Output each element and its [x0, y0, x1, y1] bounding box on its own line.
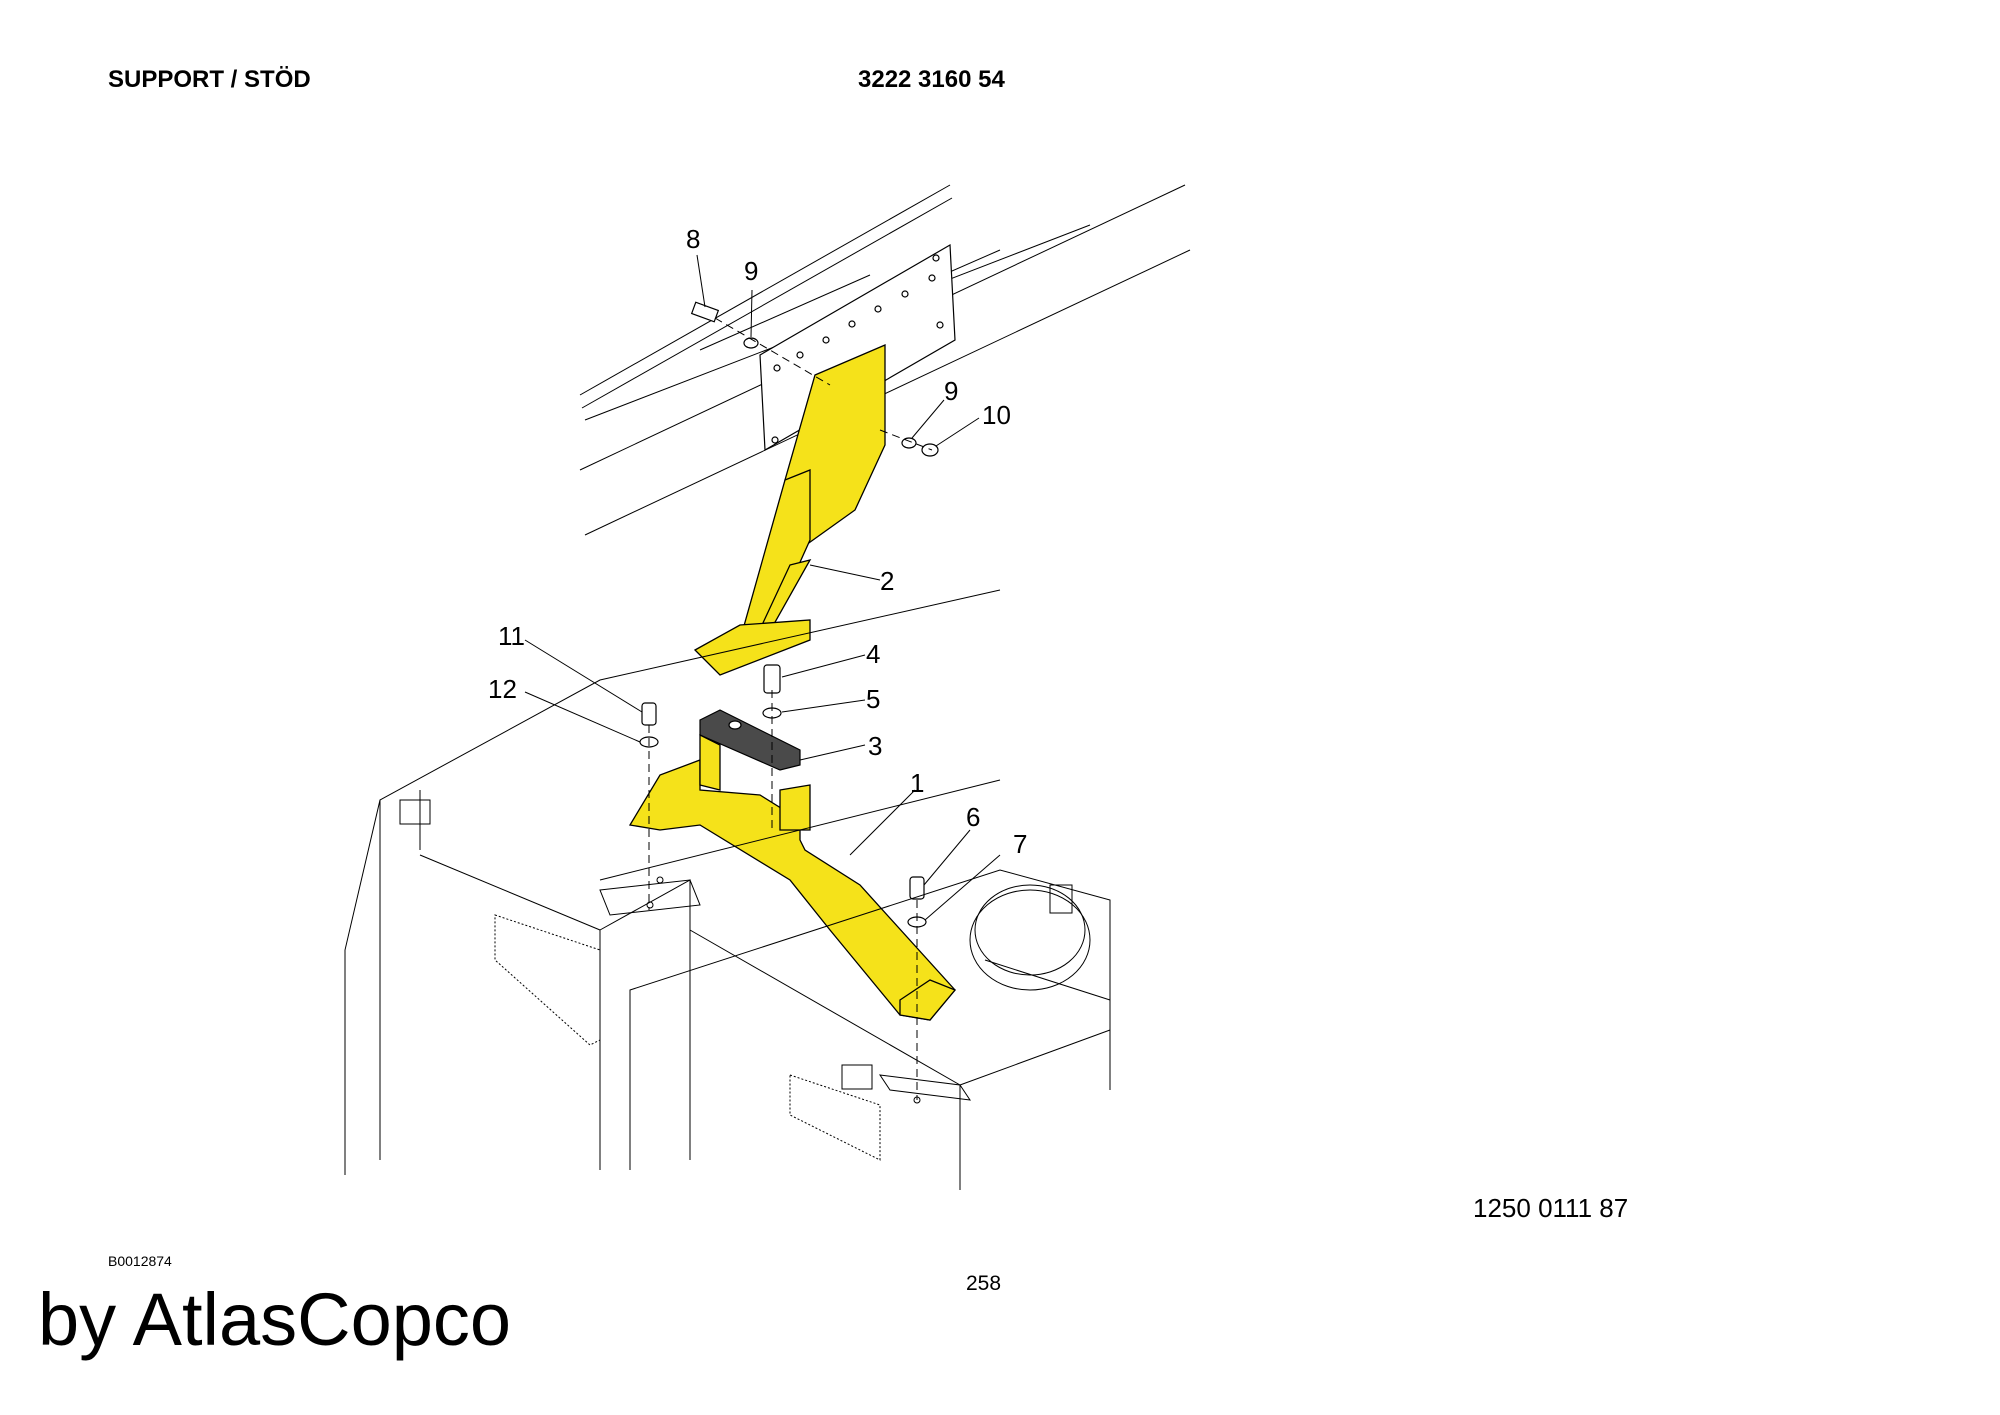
callout-10: 10: [982, 400, 1011, 430]
callout-11: 11: [498, 621, 525, 651]
callout-9-upper: 9: [744, 256, 758, 286]
bolt-6-icon: [909, 876, 925, 900]
callout-3: 3: [868, 731, 882, 761]
bolt-8-icon: [690, 301, 720, 323]
callout-6: 6: [966, 802, 980, 832]
part-1-lower-support: [628, 733, 957, 1021]
brand-watermark: by AtlasCopco: [38, 1278, 512, 1361]
machine-body: [344, 589, 1111, 1190]
drawing-number: 1250 0111 87: [1473, 1193, 1629, 1223]
callout-5: 5: [866, 684, 880, 714]
bolt-4-icon: [763, 664, 781, 694]
callout-1: 1: [910, 768, 924, 798]
nut-10-icon: [921, 443, 939, 457]
callout-8: 8: [686, 224, 700, 254]
callout-7: 7: [1013, 829, 1027, 859]
leader-lines: [524, 254, 1001, 921]
callout-12: 12: [488, 674, 517, 704]
callout-4: 4: [866, 639, 880, 669]
figure-code: B0012874: [108, 1253, 172, 1269]
callout-2: 2: [880, 566, 894, 596]
callout-9-lower: 9: [944, 376, 958, 406]
part-2-upper-bracket: [693, 344, 886, 676]
callout-numbers: 8 9 9 10 2 4 5 3 1 11 12 6 7: [488, 224, 1027, 859]
washer-9-lower-icon: [901, 437, 917, 449]
part-number: 3222 3160 54: [858, 66, 1005, 93]
page-number: 258: [966, 1272, 1002, 1295]
page-title: SUPPORT / STÖD: [108, 66, 311, 93]
bolt-11-icon: [641, 702, 657, 726]
assembly-lines: [648, 317, 933, 1100]
